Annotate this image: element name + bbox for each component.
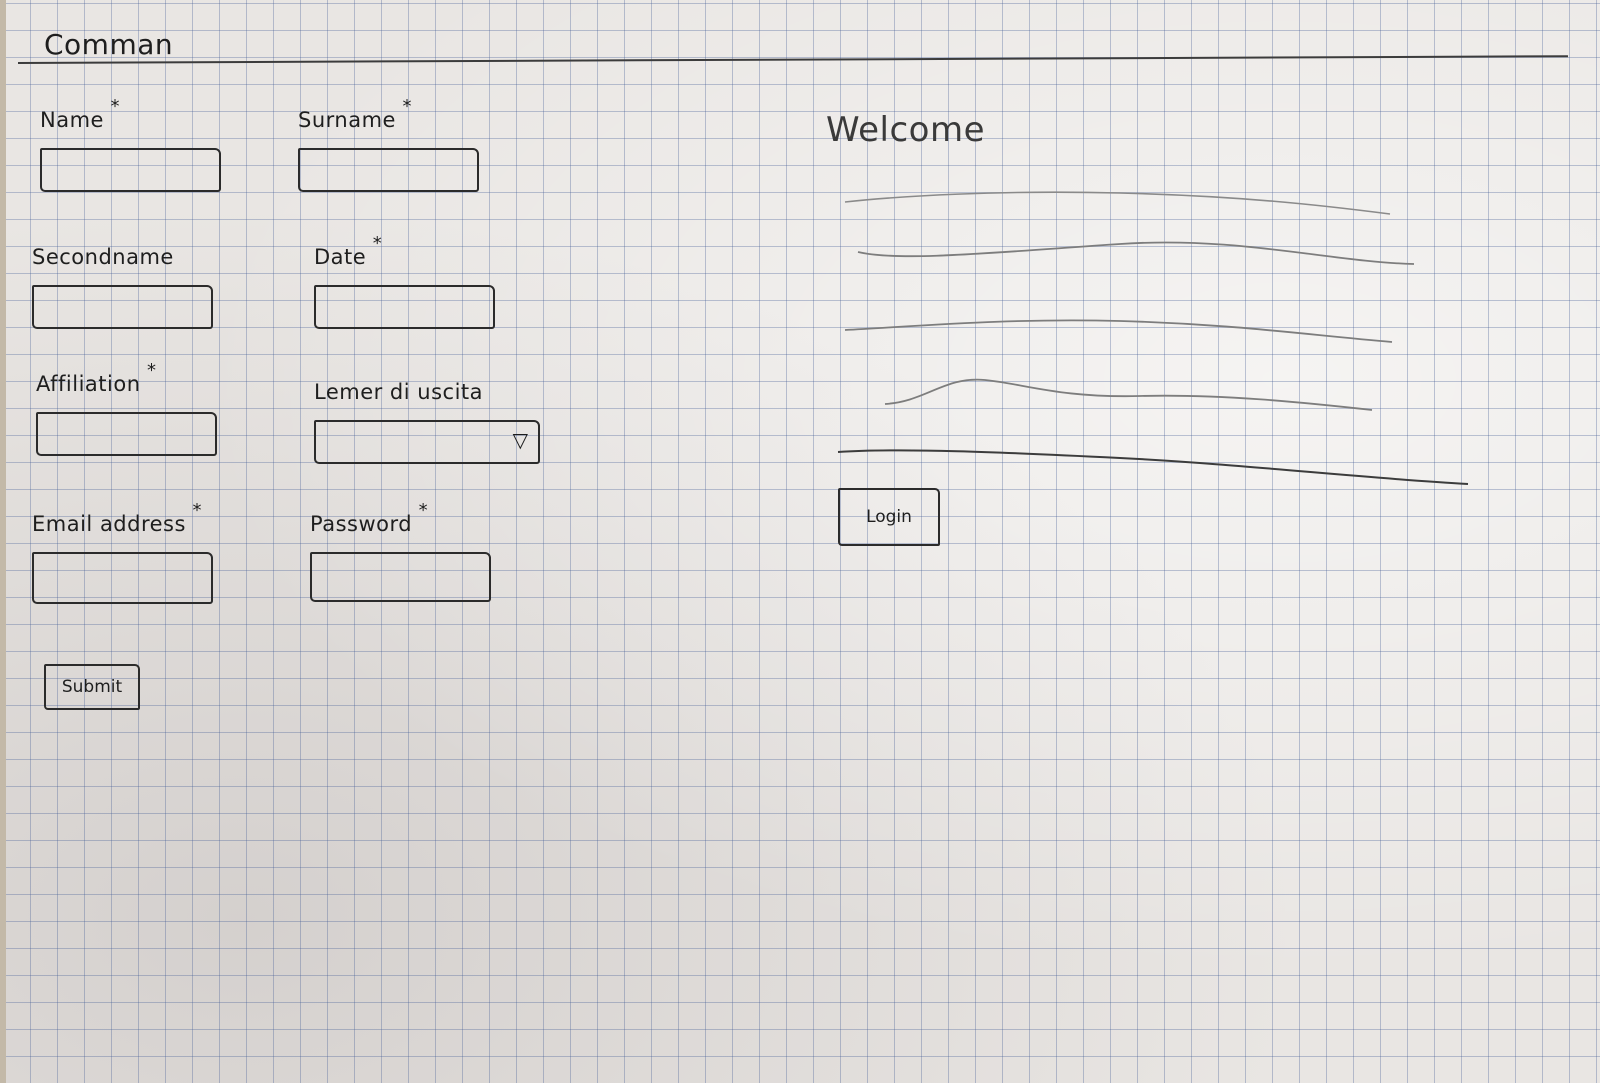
required-mark: * <box>192 500 202 521</box>
submit-button[interactable]: Submit <box>44 664 140 710</box>
placeholder-line <box>844 191 1391 215</box>
secondname-field-group: Secondname <box>32 245 213 329</box>
password-field-group: Password * <box>310 500 548 602</box>
page-title: Comman <box>44 28 174 61</box>
dropdown-field-group: Lemer di uscita ▽ <box>314 380 540 464</box>
required-mark: * <box>372 233 383 254</box>
placeholder-line <box>844 319 1393 343</box>
placeholder-line <box>857 241 1415 265</box>
chevron-down-icon: ▽ <box>512 428 528 452</box>
date-field-group: Date * <box>314 233 530 329</box>
affiliation-label: Affiliation * <box>36 360 157 396</box>
email-field-group: Email address * <box>32 500 240 604</box>
placeholder-line <box>837 449 1469 485</box>
surname-label: Surname * <box>298 96 412 132</box>
password-input[interactable] <box>310 552 491 602</box>
email-label: Email address * <box>32 500 202 536</box>
dropdown-select[interactable]: ▽ <box>314 420 540 464</box>
required-mark: * <box>110 96 120 117</box>
surname-input[interactable] <box>298 148 479 192</box>
secondname-input[interactable] <box>32 285 213 329</box>
name-field-group: Name * <box>40 96 221 192</box>
required-mark: * <box>402 96 412 117</box>
affiliation-input[interactable] <box>36 412 217 456</box>
affiliation-field-group: Affiliation * <box>36 360 234 456</box>
required-mark: * <box>418 500 429 521</box>
welcome-title: Welcome <box>826 110 986 150</box>
paper-edge <box>0 0 6 1083</box>
name-input[interactable] <box>40 148 221 192</box>
surname-field-group: Surname * <box>298 96 523 192</box>
required-mark: * <box>147 360 157 381</box>
password-label: Password * <box>310 500 429 536</box>
secondname-label: Secondname <box>32 245 174 269</box>
email-input[interactable] <box>32 552 213 604</box>
placeholder-line <box>884 378 1373 411</box>
date-input[interactable] <box>314 285 495 329</box>
login-button[interactable]: Login <box>838 488 940 546</box>
date-label: Date * <box>314 233 383 269</box>
dropdown-label: Lemer di uscita <box>314 380 484 404</box>
name-label: Name * <box>40 96 120 132</box>
